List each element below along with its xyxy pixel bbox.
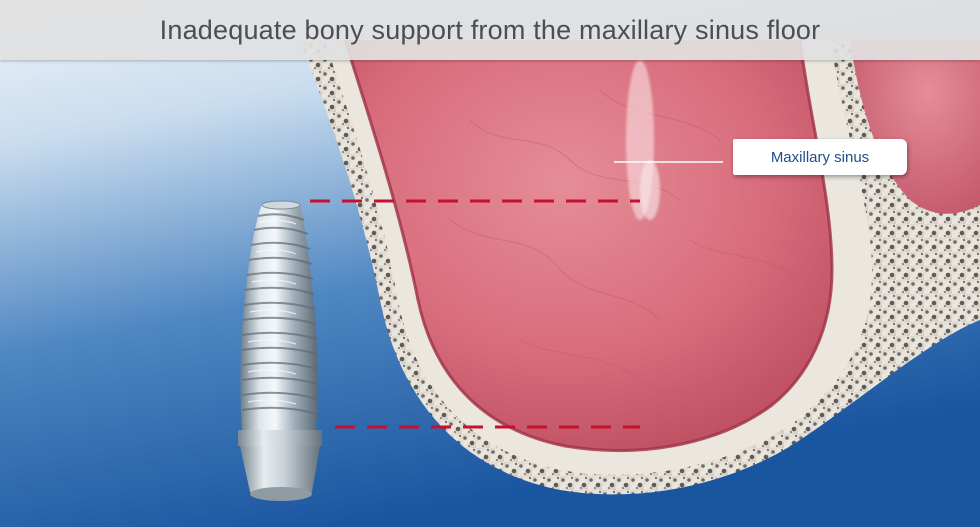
title-bar: Inadequate bony support from the maxilla…: [0, 0, 980, 60]
callout-label: Maxillary sinus: [770, 148, 870, 166]
page-title: Inadequate bony support from the maxilla…: [159, 14, 821, 45]
dental-implant: [238, 200, 322, 501]
sinus-callout: Maxillary sinus: [733, 139, 907, 175]
